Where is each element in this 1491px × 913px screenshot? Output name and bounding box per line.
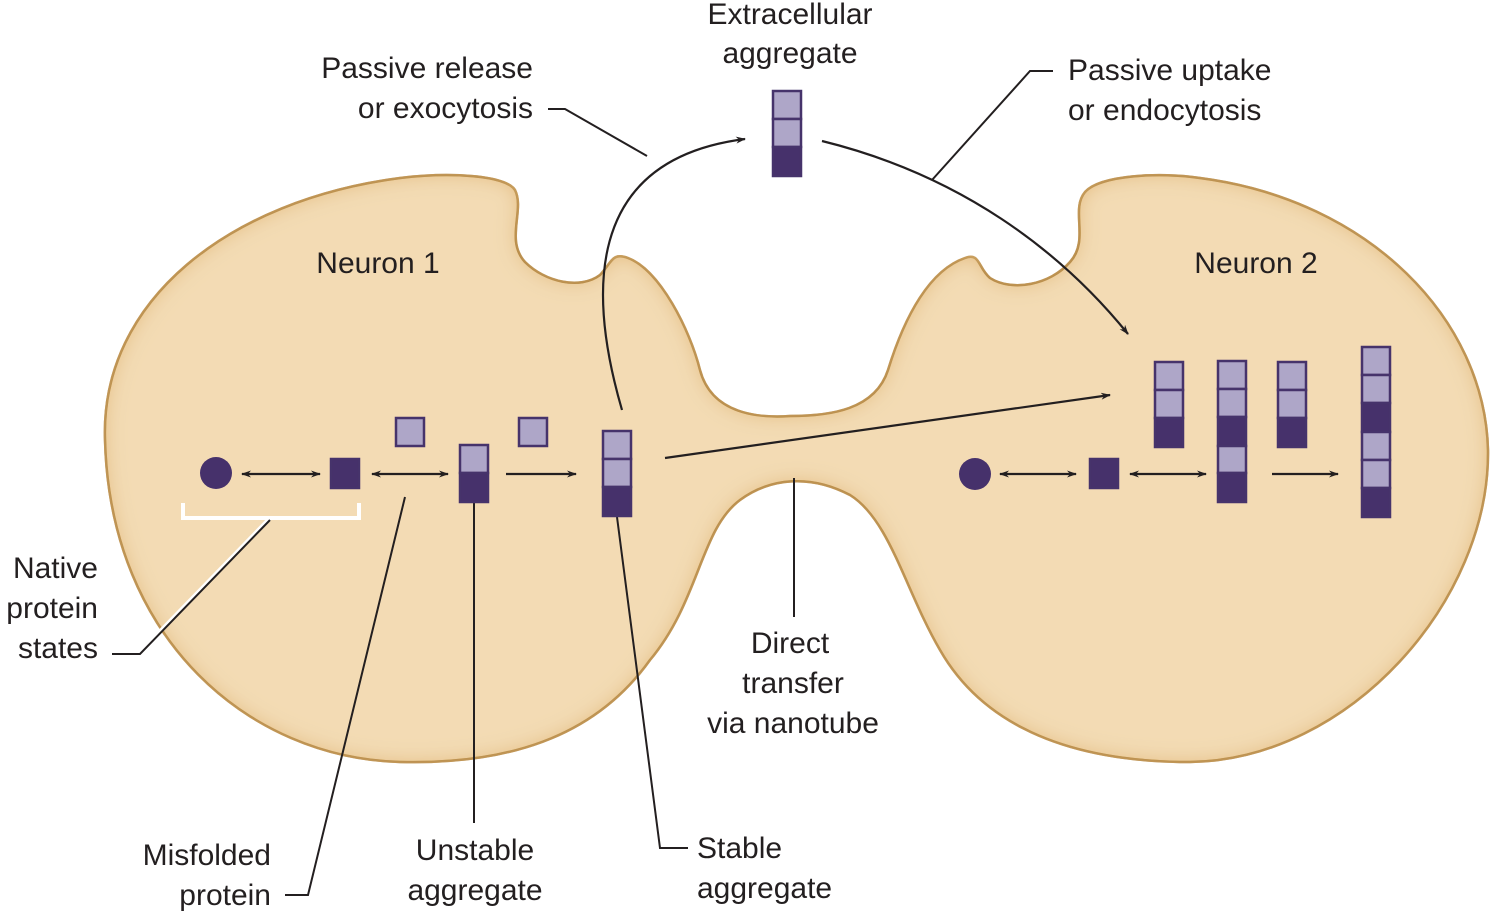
uptaken-aggregate-3: [1276, 360, 1308, 449]
neuron-2-label: Neuron 2: [1194, 247, 1317, 280]
aggregate-unit-dark: [1216, 471, 1248, 504]
misfolded-label-line1: Misfolded: [143, 839, 271, 872]
grown-aggregate: [1360, 345, 1392, 519]
unstable-label-line1: Unstable: [416, 834, 534, 867]
extracellular-label-line1: Extracellular: [707, 0, 872, 31]
unstable-aggregate: [458, 443, 490, 504]
aggregate-unit-dark: [1360, 401, 1392, 434]
uptaken-aggregate-2: [1216, 359, 1248, 504]
extracellular-label-line2: aggregate: [722, 37, 857, 70]
aggregate-unit-light: [771, 89, 803, 121]
aggregate-unit-light: [601, 429, 633, 461]
native-leader-line: [112, 519, 271, 655]
native-protein-neuron2: [959, 458, 991, 490]
aggregate-unit-dark: [458, 471, 490, 504]
native-label-line1: Native: [13, 552, 98, 585]
aggregate-unit-light: [1360, 430, 1392, 462]
misfolded-protein-neuron2: [1088, 457, 1120, 490]
native-label-line3: states: [18, 632, 98, 665]
release-label-line2: or exocytosis: [358, 92, 533, 125]
stable-label-line2: aggregate: [697, 872, 832, 905]
aggregate-unit-light: [601, 457, 633, 489]
aggregate-unit-light: [1276, 388, 1308, 420]
aggregate-unit-dark: [1216, 415, 1248, 448]
native-protein-neuron1: [200, 457, 232, 489]
uptake-label-line1: Passive uptake: [1068, 54, 1271, 87]
neuron-1-label: Neuron 1: [316, 247, 439, 280]
aggregate-unit-dark: [1360, 486, 1392, 519]
aggregate-unit-light: [1216, 444, 1248, 475]
uptaken-aggregate-1: [1153, 360, 1185, 449]
native-leader-line-inner: [138, 516, 272, 654]
uptake-label-line2: or endocytosis: [1068, 94, 1261, 127]
aggregate-unit-light: [1153, 388, 1185, 420]
nanotube-transfer-arrow: [664, 392, 1111, 460]
neuron-membrane: [103, 173, 1490, 764]
aggregate-unit-light: [1216, 387, 1248, 419]
uptake-leader-line: [931, 70, 1053, 181]
aggregate-unit-dark: [771, 145, 803, 178]
aggregate-unit-light: [1276, 360, 1308, 392]
nanotube-label-line1: Direct: [751, 627, 830, 660]
extracellular-aggregate: [771, 89, 803, 178]
aggregate-unit-light: [458, 443, 490, 475]
stable-label-line1: Stable: [697, 832, 782, 865]
aggregate-unit-dark: [1276, 416, 1308, 449]
free-monomer-2: [517, 416, 549, 448]
aggregate-unit-light: [1216, 359, 1248, 391]
native-bracket: [181, 503, 361, 520]
stable-aggregate: [601, 429, 633, 518]
release-leader-line: [548, 108, 648, 157]
aggregate-unit-light: [1360, 458, 1392, 490]
nanotube-label-line2: transfer: [742, 667, 844, 700]
native-label-line2: protein: [6, 592, 98, 625]
aggregate-unit-dark: [601, 485, 633, 518]
free-monomer-1: [394, 416, 426, 448]
aggregate-unit-light: [1360, 345, 1392, 377]
unstable-label-line2: aggregate: [407, 874, 542, 907]
aggregate-unit-light: [1153, 360, 1185, 392]
misfolded-leader-line: [285, 496, 406, 896]
nanotube-label-line3: via nanotube: [707, 707, 879, 740]
misfolded-protein-neuron1: [329, 457, 361, 490]
misfolded-label-line2: protein: [179, 879, 271, 912]
release-arrow: [601, 136, 746, 411]
aggregate-unit-light: [1360, 373, 1392, 405]
release-label-line1: Passive release: [321, 52, 533, 85]
stable-leader-line: [616, 516, 688, 849]
aggregate-unit-dark: [1153, 416, 1185, 449]
aggregate-unit-light: [771, 117, 803, 149]
uptake-arrow: [821, 139, 1129, 335]
